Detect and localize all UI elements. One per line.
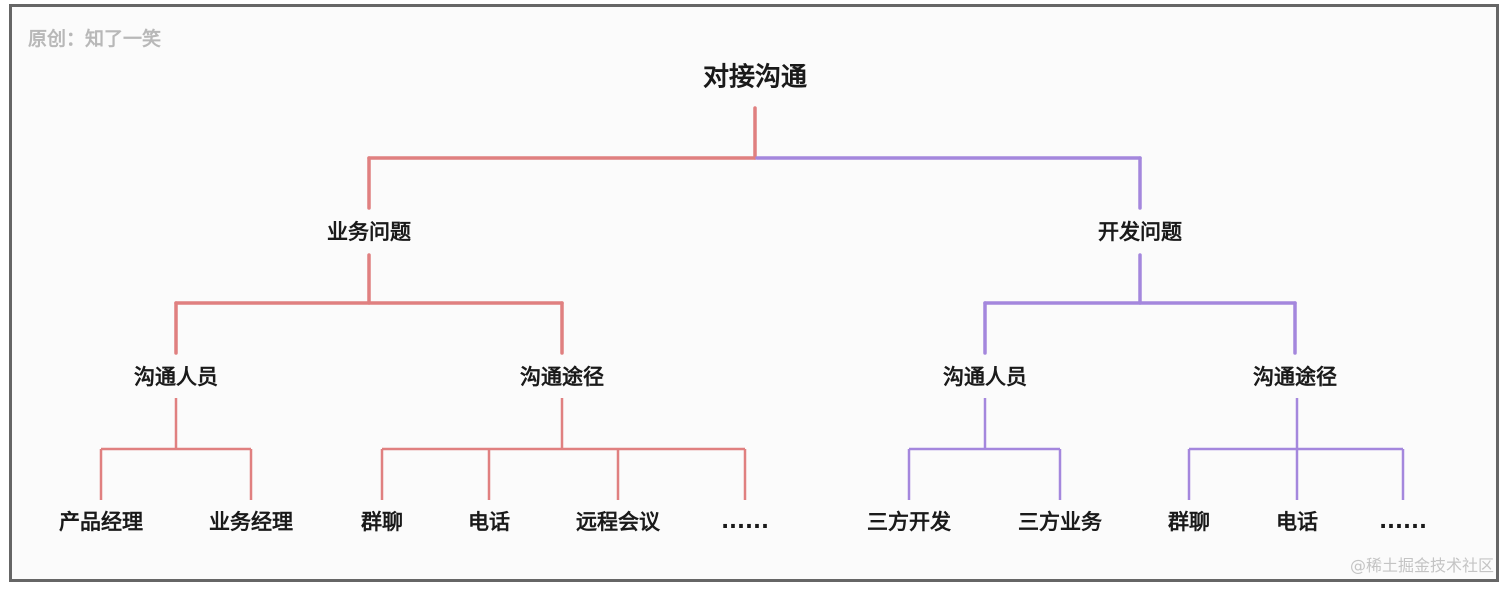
business-channels-node: 沟通途径 (520, 365, 604, 389)
leaf-node: 产品经理 (59, 510, 143, 534)
root-node: 对接沟通 (702, 62, 808, 93)
business-branch-lines (174, 106, 757, 355)
leaf-node: ...... (1379, 509, 1427, 533)
leaf-node: 业务经理 (209, 510, 293, 534)
leaf-node: 三方开发 (867, 510, 951, 534)
dev-channels-node: 沟通途径 (1253, 365, 1337, 389)
dev-issues-node: 开发问题 (1098, 220, 1182, 244)
leaf-node: 群聊 (1168, 510, 1210, 534)
watermark: 原创：知了一笑 (28, 28, 162, 50)
leaf-node: 三方业务 (1018, 510, 1102, 534)
business-people-node: 沟通人员 (134, 365, 218, 389)
diagram-frame (9, 4, 1499, 582)
leaf-node: 电话 (1276, 510, 1318, 534)
dev-leaf-lines (907, 398, 1405, 500)
dev-people-node: 沟通人员 (943, 365, 1027, 389)
site-watermark: @稀土掘金技术社区 (1349, 556, 1494, 575)
business-leaf-lines (99, 398, 747, 500)
business-issues-node: 业务问题 (327, 220, 411, 244)
leaf-node: 群聊 (361, 510, 403, 534)
leaf-node: 电话 (468, 510, 510, 534)
dev-branch-lines (755, 156, 1297, 355)
leaf-node: 远程会议 (576, 510, 660, 534)
leaf-node: ...... (721, 509, 769, 533)
